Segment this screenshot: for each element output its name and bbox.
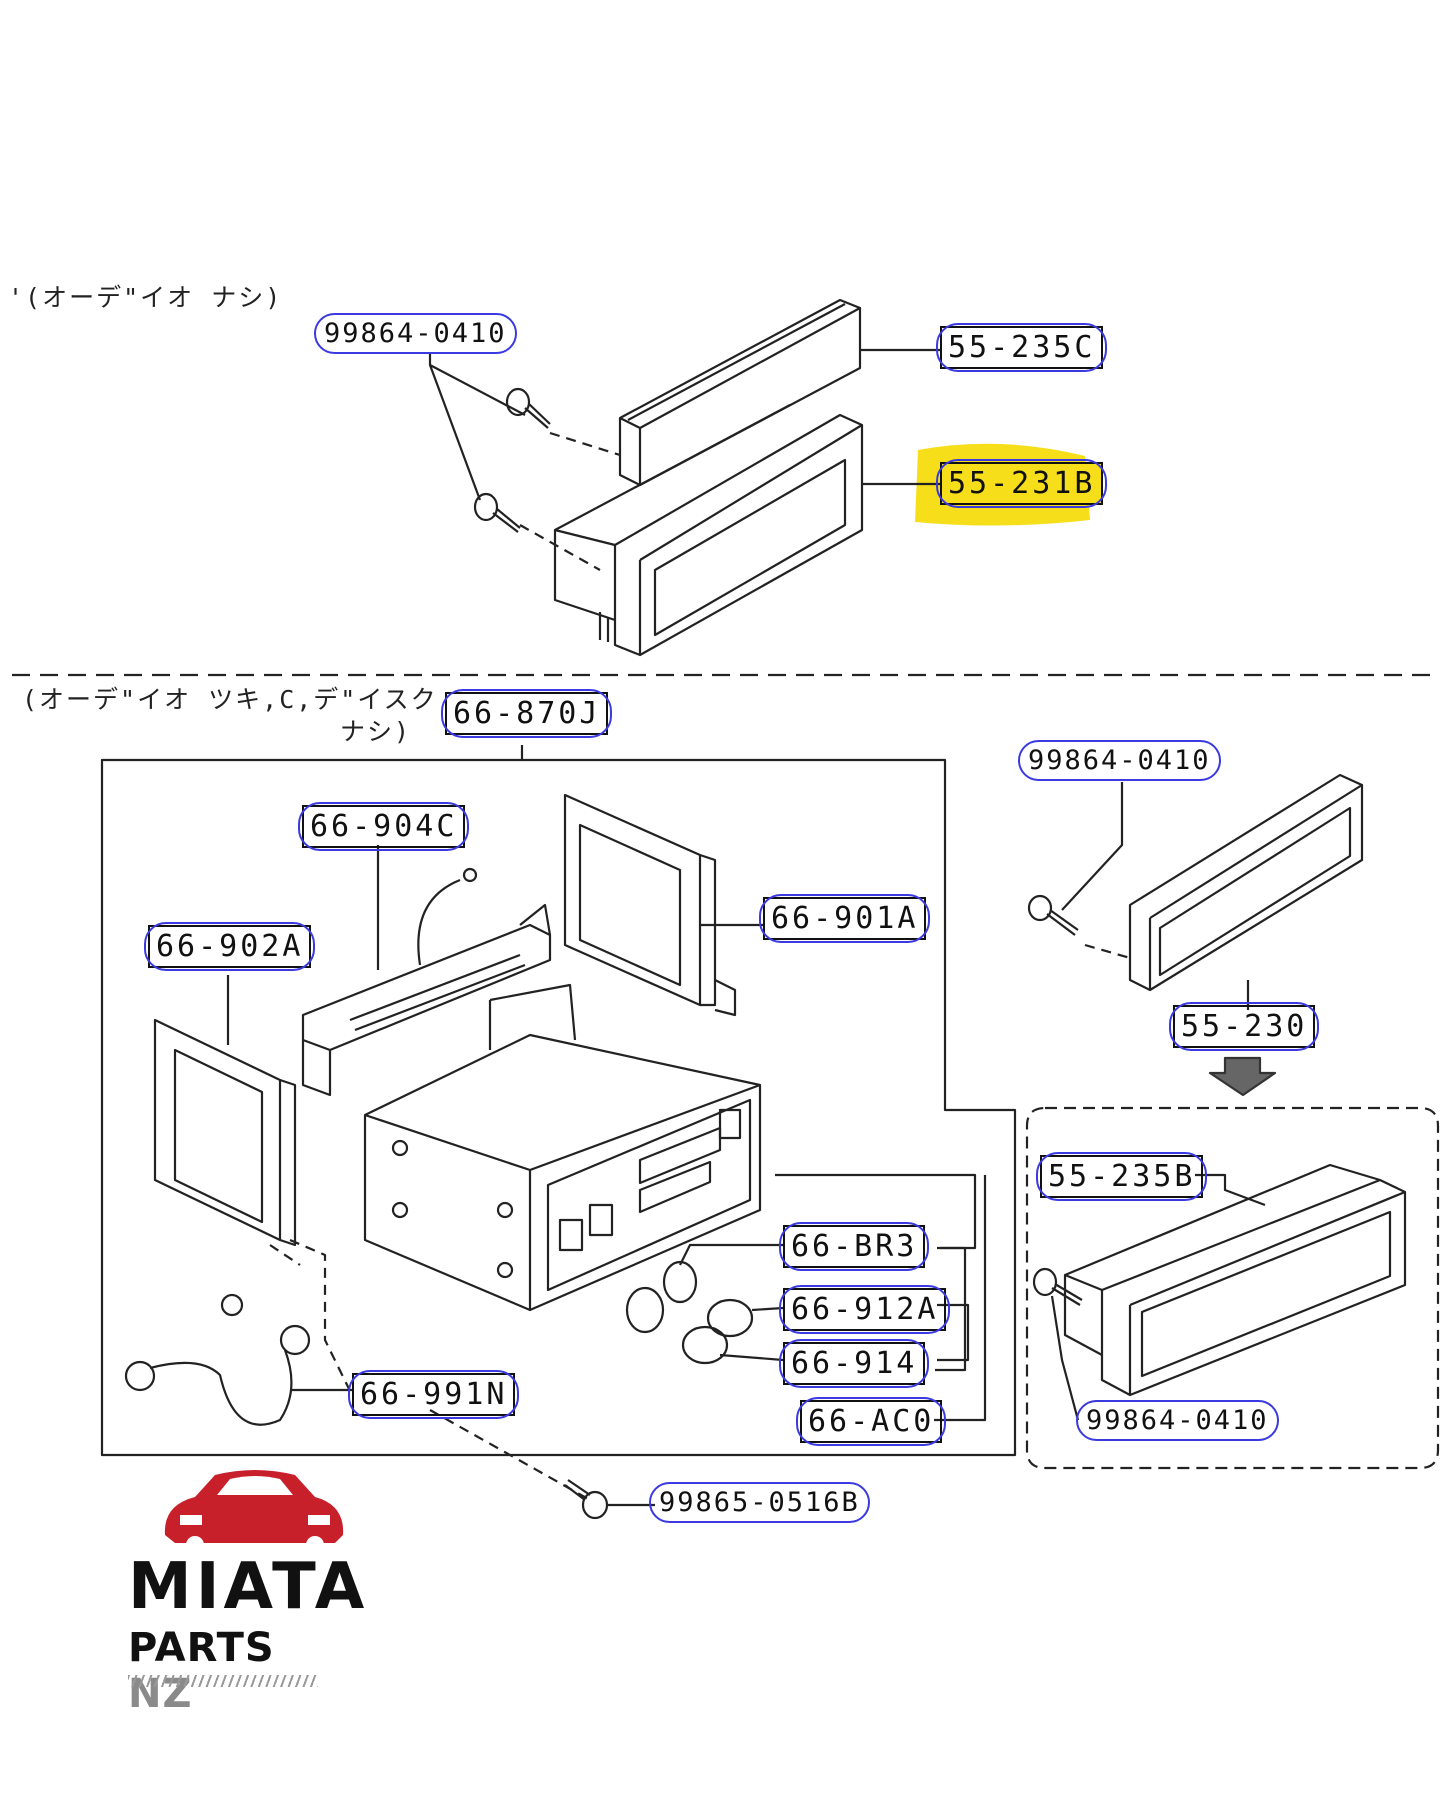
label-pocket-top-text: 55-231B — [948, 466, 1096, 501]
pocket-right — [1128, 773, 1364, 992]
pocket-lid-top — [618, 298, 862, 487]
label-bracket-right-text: 66-901A — [771, 901, 919, 936]
pocket-boxed — [1063, 1163, 1407, 1397]
radio-unit — [363, 983, 762, 1312]
logo-subtitle: PARTS NZ — [128, 1625, 328, 1717]
caption-top-section: '(オーデ"イオ ナシ) — [8, 283, 283, 312]
label-screw-boxed[interactable]: 99864-0410 — [1076, 1400, 1279, 1441]
label-screw-boxed-text: 99864-0410 — [1086, 1405, 1269, 1436]
label-audio-unit[interactable]: 66-870J — [441, 689, 613, 738]
label-pocket-lid-top[interactable]: 55-235C — [936, 323, 1108, 372]
ground-cable — [124, 1293, 311, 1426]
label-audio-unit-text: 66-870J — [453, 696, 601, 731]
caption-middle-line1: (オーデ"イオ ツキ,C,デ"イスク — [22, 685, 438, 714]
label-knob-part-1-text: 66-BR3 — [791, 1229, 918, 1264]
label-pocket-boxed[interactable]: 55-235B — [1036, 1152, 1208, 1201]
label-knob-part-3[interactable]: 66-914 — [779, 1339, 930, 1388]
label-bracket-right[interactable]: 66-901A — [759, 894, 931, 943]
screw-boxed — [1032, 1267, 1083, 1306]
bracket-right — [563, 793, 763, 1017]
screw-right — [1027, 894, 1079, 936]
label-bracket-left[interactable]: 66-902A — [144, 922, 316, 971]
label-pocket-boxed-text: 55-235B — [1048, 1159, 1196, 1194]
label-pocket-right-text: 55-230 — [1181, 1009, 1308, 1044]
screw-top-1 — [505, 387, 551, 429]
screw-top-2 — [473, 492, 521, 533]
label-bracket-upper-text: 66-904C — [310, 809, 458, 844]
alt-pocket-box — [1025, 1106, 1440, 1470]
label-knob-part-1[interactable]: 66-BR3 — [779, 1222, 930, 1271]
label-screw-right[interactable]: 99864-0410 — [1018, 740, 1221, 781]
logo-hatch — [128, 1675, 318, 1687]
label-screw-top[interactable]: 99864-0410 — [314, 313, 517, 354]
label-screw-bottom[interactable]: 99865-0516B — [649, 1482, 870, 1523]
label-pocket-right[interactable]: 55-230 — [1169, 1002, 1320, 1051]
bracket-upper — [301, 845, 552, 1097]
label-ground-cable[interactable]: 66-991N — [348, 1370, 520, 1419]
label-knob-part-3-text: 66-914 — [791, 1346, 918, 1381]
pocket-top — [553, 404, 864, 657]
label-pocket-top[interactable]: 55-231B — [936, 459, 1108, 508]
logo-subtitle-parts: PARTS — [128, 1625, 275, 1671]
logo-title: MIATA — [128, 1550, 369, 1624]
assembly-outline — [100, 758, 1017, 1457]
bracket-left — [153, 975, 297, 1247]
label-knob-part-4[interactable]: 66-AC0 — [796, 1397, 947, 1446]
label-ground-cable-text: 66-991N — [360, 1377, 508, 1412]
brand-logo: MIATA PARTS NZ — [128, 1460, 364, 1717]
label-screw-bottom-text: 99865-0516B — [659, 1487, 860, 1518]
label-knob-part-2-text: 66-912A — [791, 1292, 939, 1327]
label-bracket-left-text: 66-902A — [156, 929, 304, 964]
label-screw-top-text: 99864-0410 — [324, 318, 507, 349]
caption-middle-line2: ナシ) — [340, 717, 412, 746]
label-knob-part-4-text: 66-AC0 — [808, 1404, 935, 1439]
label-pocket-lid-top-text: 55-235C — [948, 330, 1096, 365]
label-knob-part-2[interactable]: 66-912A — [779, 1285, 951, 1334]
knobs — [625, 1260, 754, 1365]
car-logo-icon — [164, 1470, 344, 1554]
label-screw-right-text: 99864-0410 — [1028, 745, 1211, 776]
arrow-down-icon — [1208, 1056, 1277, 1097]
label-bracket-upper[interactable]: 66-904C — [298, 802, 470, 851]
